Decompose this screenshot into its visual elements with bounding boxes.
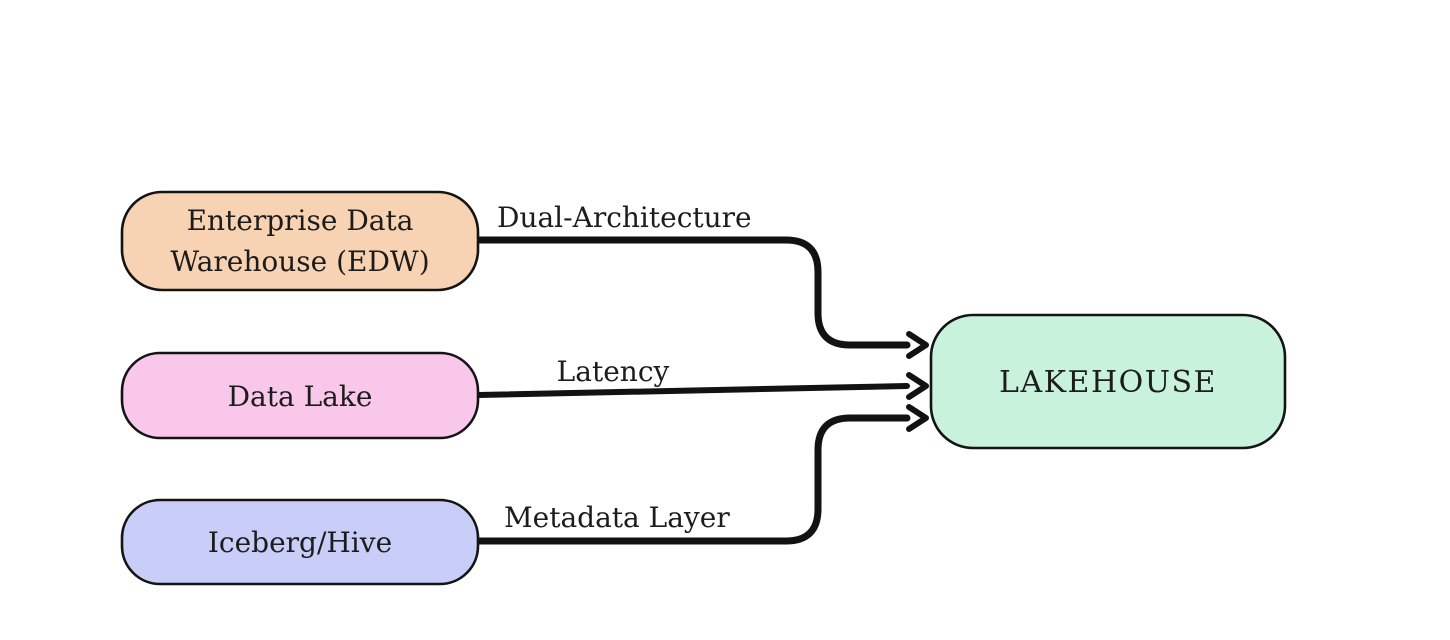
node-lakehouse-shape bbox=[929, 313, 1287, 450]
node-edw-shape bbox=[120, 190, 480, 292]
arrowhead-icon bbox=[906, 404, 929, 432]
node-data-lake-label: Data Lake bbox=[228, 380, 373, 413]
node-edw-label-line2: Warehouse (EDW) bbox=[170, 245, 429, 278]
node-iceberg-hive-label: Iceberg/Hive bbox=[208, 526, 392, 559]
arrowhead-icon bbox=[906, 331, 929, 359]
edge-edw-lakehouse: Dual-Architecture bbox=[474, 201, 929, 359]
edge-label-latency: Latency bbox=[557, 355, 670, 388]
edge-iceberg-lakehouse: Metadata Layer bbox=[474, 404, 929, 545]
node-lakehouse-label: LAKEHOUSE bbox=[999, 365, 1217, 400]
node-data-lake: Data Lake bbox=[120, 351, 480, 440]
node-edw: Enterprise Data Warehouse (EDW) bbox=[120, 190, 480, 292]
node-edw-label-line1: Enterprise Data bbox=[187, 204, 414, 237]
node-iceberg-hive-shape bbox=[120, 498, 480, 586]
edge-label-metadata-layer: Metadata Layer bbox=[504, 501, 730, 534]
node-data-lake-shape bbox=[120, 351, 480, 440]
arrowhead-icon bbox=[906, 372, 929, 400]
edge-datalake-lakehouse: Latency bbox=[475, 355, 929, 400]
edge-edw-lakehouse-line bbox=[474, 236, 911, 349]
edge-iceberg-lakehouse-line bbox=[474, 414, 911, 545]
node-iceberg-hive: Iceberg/Hive bbox=[120, 498, 480, 586]
edge-datalake-lakehouse-line bbox=[475, 383, 910, 398]
node-lakehouse: LAKEHOUSE bbox=[929, 313, 1287, 450]
edge-label-dual-architecture: Dual-Architecture bbox=[497, 201, 752, 234]
